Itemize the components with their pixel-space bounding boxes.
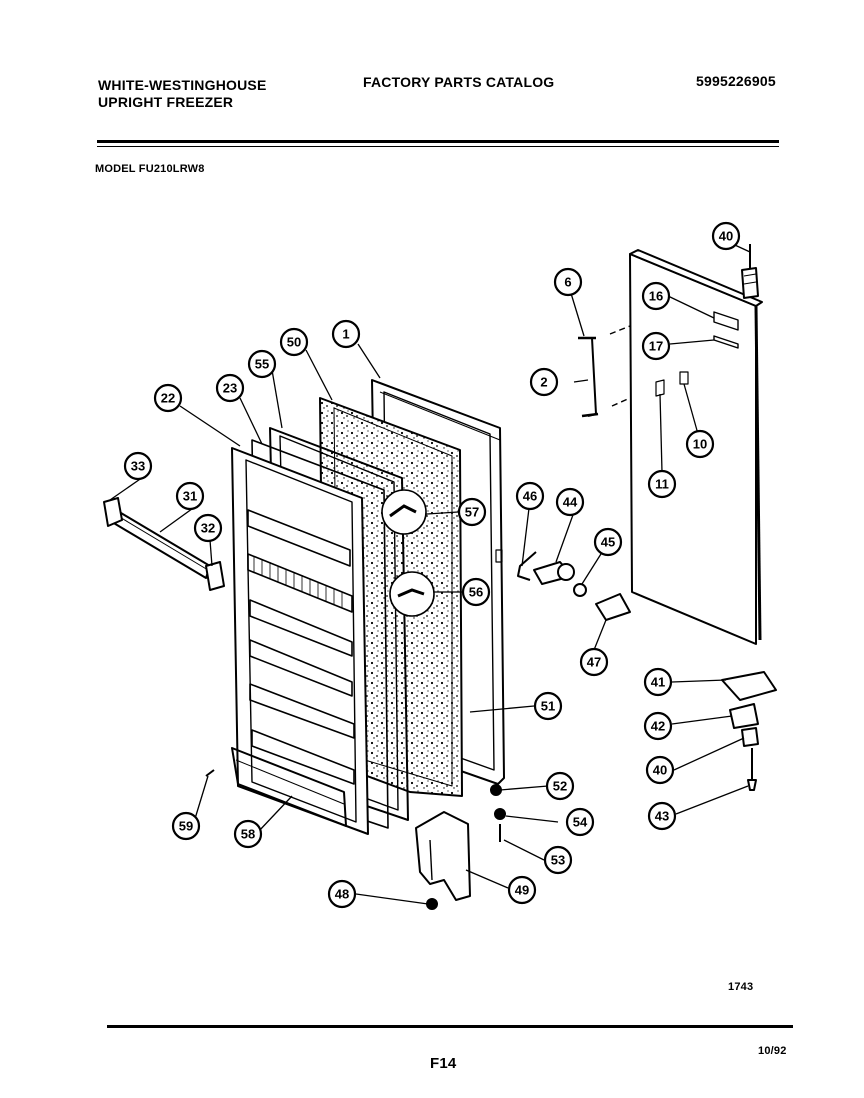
spacer-54 [494,808,506,820]
callout-42: 42 [643,711,673,741]
svg-text:43: 43 [655,809,669,824]
brand-line-1: WHITE-WESTINGHOUSE [98,77,267,93]
svg-text:54: 54 [573,815,588,830]
lock-assembly [517,551,631,621]
revision-date: 10/92 [758,1045,787,1057]
svg-text:47: 47 [587,655,601,670]
svg-text:10: 10 [693,437,707,452]
svg-text:44: 44 [563,495,578,510]
callout-44: 44 [555,487,585,517]
callout-57: 57 [457,497,487,527]
callout-52: 52 [545,771,575,801]
callout-10: 10 [685,429,715,459]
svg-text:17: 17 [649,339,663,354]
svg-text:16: 16 [649,289,663,304]
model-label: MODEL FU210LRW8 [95,163,205,175]
svg-text:49: 49 [515,883,529,898]
svg-text:22: 22 [161,391,175,406]
hinge-cover [415,811,471,901]
svg-text:11: 11 [655,477,669,492]
svg-text:6: 6 [564,275,571,290]
callout-55: 55 [247,349,277,379]
svg-text:50: 50 [287,335,301,350]
svg-text:45: 45 [601,535,615,550]
svg-text:33: 33 [131,459,145,474]
svg-text:48: 48 [335,887,349,902]
callout-54: 54 [565,807,595,837]
freezer-handle [578,325,631,418]
screw-48 [426,898,438,910]
screw-59 [205,769,215,777]
part-callouts: 1 2 6 10 11 16 17 22 23 31 32 33 40 40 4… [123,221,741,909]
brand-line-2: UPRIGHT FREEZER [98,94,234,110]
callout-58: 58 [233,819,263,849]
washer-52 [490,784,502,796]
callout-45: 45 [593,527,623,557]
bottom-hinge-assembly [721,671,777,791]
svg-text:52: 52 [553,779,567,794]
catalog-number: 5995226905 [696,73,776,89]
callout-33: 33 [123,451,153,481]
callout-53: 53 [543,845,573,875]
svg-text:23: 23 [223,381,237,396]
callout-50: 50 [279,327,309,357]
callout-31: 31 [175,481,205,511]
callout-40-top: 40 [711,221,741,251]
header-rule-thin [97,146,779,147]
callout-6: 6 [553,267,583,297]
detail-magnifiers [381,489,435,617]
door-handle-bar [103,497,225,591]
svg-text:40: 40 [653,763,667,778]
callout-2: 2 [529,367,559,397]
svg-text:56: 56 [469,585,483,600]
callout-22: 22 [153,383,183,413]
callout-51: 51 [533,691,563,721]
svg-text:31: 31 [183,489,197,504]
callout-23: 23 [215,373,245,403]
svg-text:55: 55 [255,357,269,372]
top-hinge-pin [741,244,759,299]
svg-text:41: 41 [651,675,665,690]
svg-text:51: 51 [541,699,555,714]
callout-43: 43 [647,801,677,831]
callout-59: 59 [171,811,201,841]
svg-text:1: 1 [342,327,349,342]
svg-text:46: 46 [523,489,537,504]
callout-41: 41 [643,667,673,697]
callout-48: 48 [327,879,357,909]
svg-text:32: 32 [201,521,215,536]
svg-text:57: 57 [465,505,479,520]
callout-11: 11 [647,469,677,499]
drawing-number: 1743 [728,981,754,993]
inner-door-liner [231,447,369,835]
callout-49: 49 [507,875,537,905]
svg-text:40: 40 [719,229,733,244]
callout-47: 47 [579,647,609,677]
callout-56: 56 [461,577,491,607]
callout-46: 46 [515,481,545,511]
callout-16: 16 [641,281,671,311]
callout-40-bottom: 40 [645,755,675,785]
page-code: F14 [430,1055,457,1072]
svg-text:58: 58 [241,827,255,842]
callout-17: 17 [641,331,671,361]
svg-text:2: 2 [540,375,547,390]
callout-1: 1 [331,319,361,349]
header-rule [97,140,779,143]
footer-rule [107,1025,793,1028]
callout-32: 32 [193,513,223,543]
bottom-trim [231,747,347,827]
svg-text:42: 42 [651,719,665,734]
catalog-title: FACTORY PARTS CATALOG [363,74,555,90]
svg-text:53: 53 [551,853,565,868]
svg-text:59: 59 [179,819,193,834]
